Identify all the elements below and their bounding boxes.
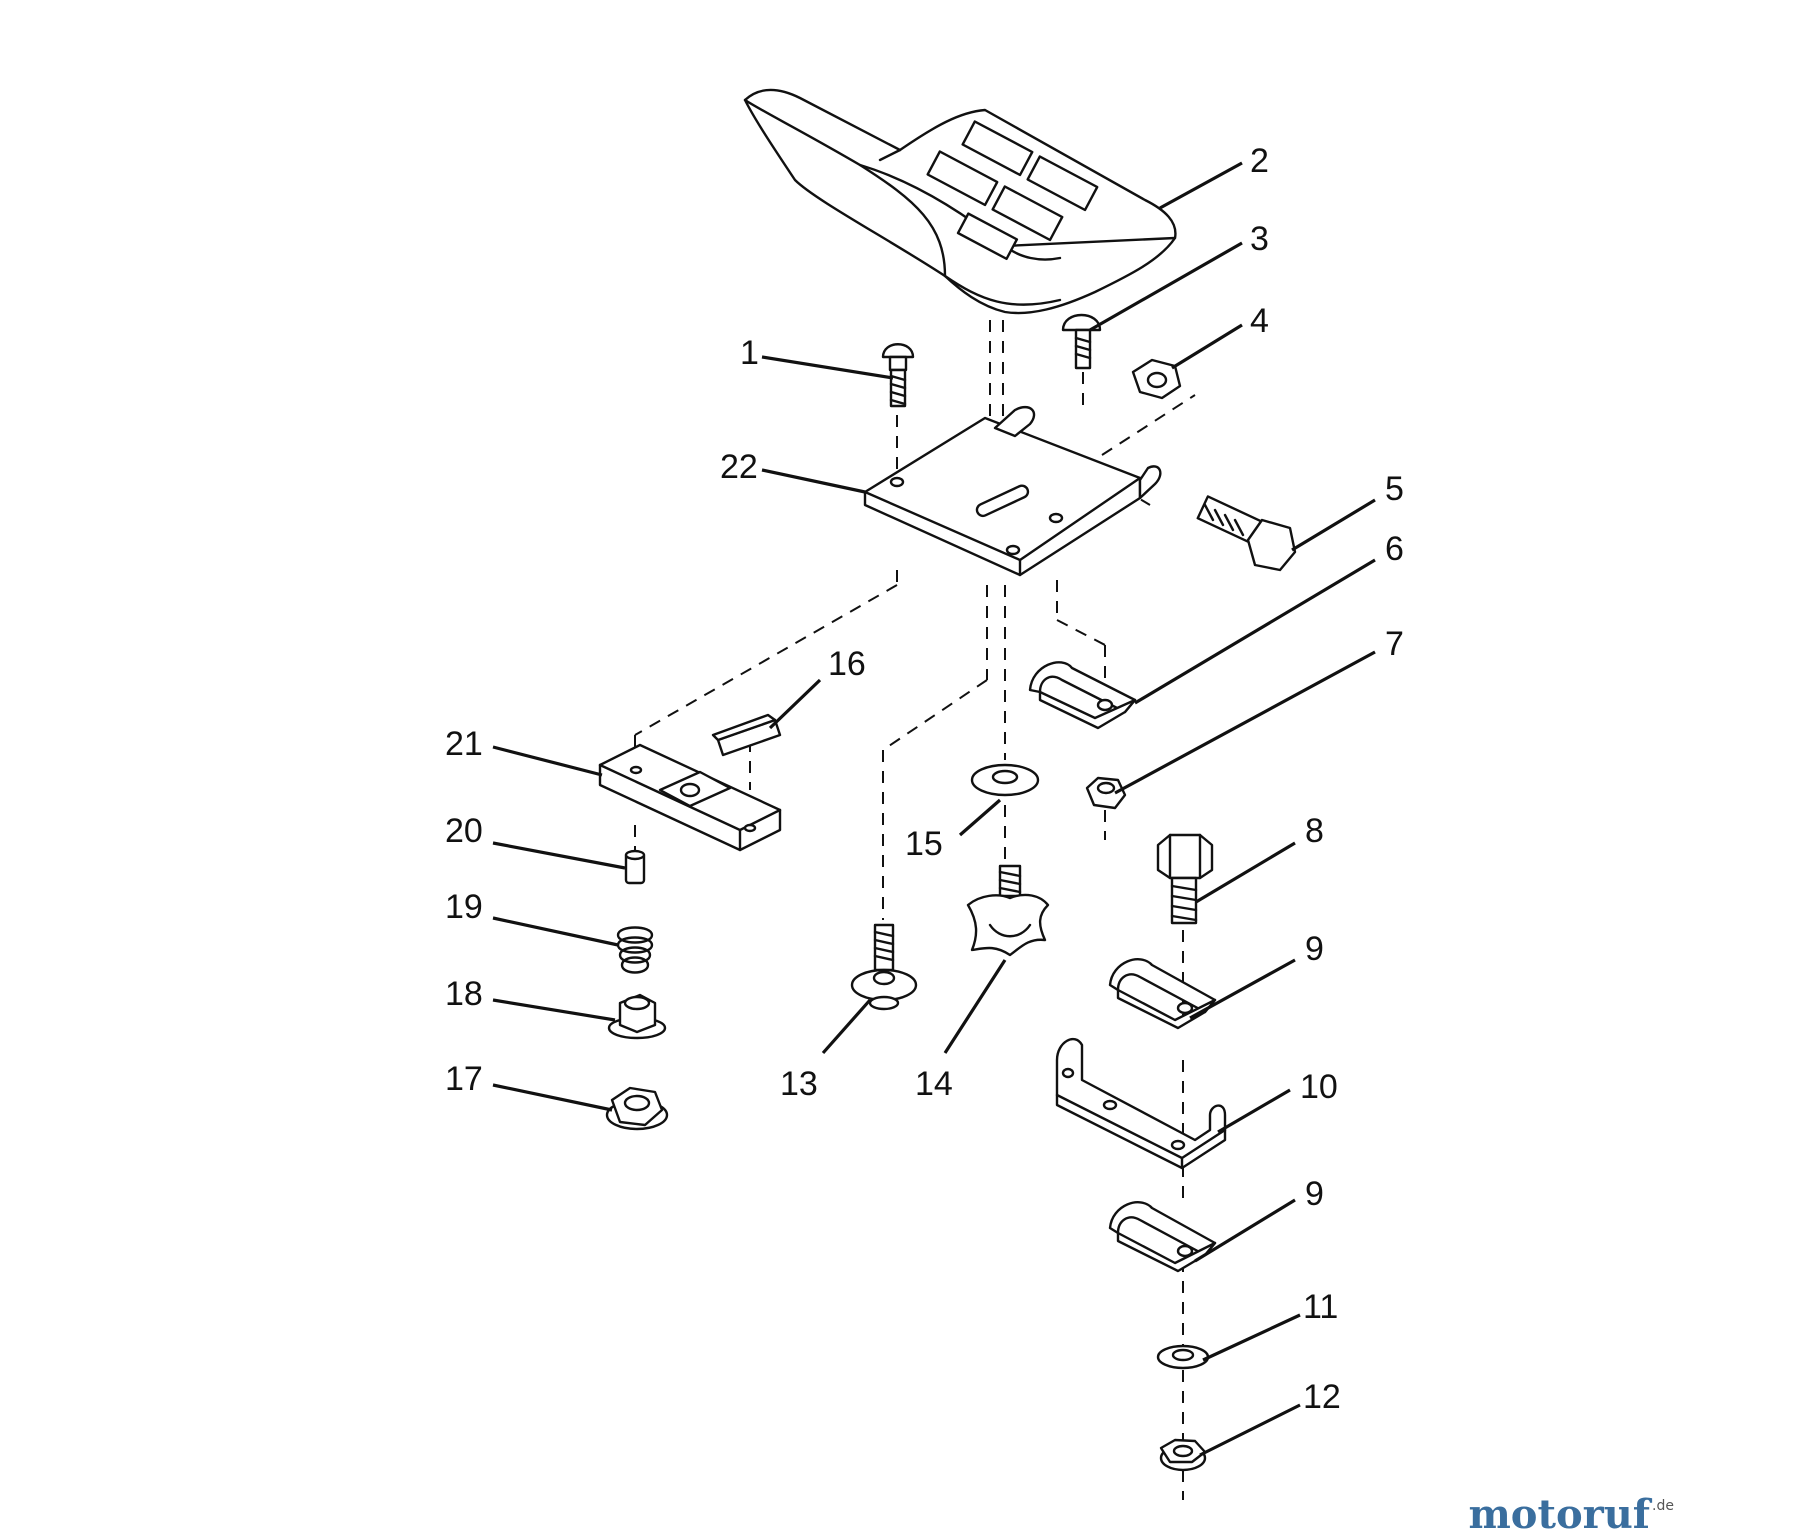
callout-18: 18 [445,975,483,1013]
star-knob-part [966,864,1050,957]
leader-lines [492,161,1376,1457]
callout-5: 5 [1385,470,1404,508]
clamp-part-6 [1028,661,1137,730]
mounting-plate-part [863,405,1162,577]
callout-1: 1 [740,334,759,372]
callout-2: 2 [1250,142,1269,180]
callout-4: 4 [1250,302,1269,340]
knob-nut-part [605,1086,669,1131]
watermark-logo: motoruf .de [1468,1491,1673,1538]
callout-17: 17 [445,1060,483,1098]
callout-12: 12 [1303,1378,1341,1416]
callout-16: 16 [828,645,866,683]
pin-part [624,849,646,885]
watermark-tld: .de [1652,1498,1674,1514]
callout-3: 3 [1250,220,1269,258]
callout-labels: 2 3 4 1 22 5 6 7 16 21 20 19 18 17 15 13… [445,142,1404,1416]
callout-13: 13 [780,1065,818,1103]
callout-10: 10 [1300,1068,1338,1106]
callout-8: 8 [1305,812,1324,850]
seat-part [743,88,1177,315]
callout-9-upper: 9 [1305,930,1324,968]
key-part [711,713,782,757]
hex-nut-part [1131,358,1182,400]
bracket-part [1055,1038,1227,1170]
svg-text:motoruf: motoruf [1468,1491,1652,1538]
flange-nut-part [607,993,667,1040]
callout-22: 22 [720,448,758,486]
washer-part-11 [1156,1344,1210,1370]
clamp-part-9-lower [1108,1201,1217,1273]
shoulder-bolt-part [850,923,918,1011]
nut-part-12 [1159,1438,1207,1472]
spring-part [616,926,654,974]
callout-6: 6 [1385,530,1404,568]
callout-19: 19 [445,888,483,926]
callout-9-lower: 9 [1305,1175,1324,1213]
slide-bracket-part [598,743,782,852]
callout-7: 7 [1385,625,1404,663]
callout-15: 15 [905,825,943,863]
clamp-part-9-upper [1108,958,1217,1030]
callout-20: 20 [445,812,483,850]
washer-part [970,763,1040,797]
carriage-bolt-part [881,343,915,408]
callout-11: 11 [1303,1288,1338,1326]
screw-part [1061,313,1102,370]
watermark-brand: motoruf [1468,1491,1652,1538]
callout-14: 14 [915,1065,953,1103]
lock-nut-part [1085,776,1127,810]
callout-21: 21 [445,725,483,763]
hex-bolt-part [1196,495,1297,572]
hex-bolt-8-part [1156,833,1214,925]
